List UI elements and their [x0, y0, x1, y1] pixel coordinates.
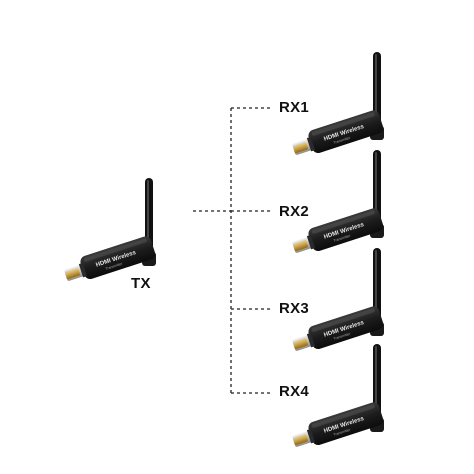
rx3-label: RX3 — [279, 300, 310, 317]
rx4-label: RX4 — [279, 383, 310, 400]
rx1-label: RX1 — [279, 99, 310, 116]
rx2-label: RX2 — [279, 203, 310, 220]
tx-device — [61, 178, 157, 287]
connection-lines — [193, 107, 272, 394]
tx-label: TX — [131, 275, 151, 292]
